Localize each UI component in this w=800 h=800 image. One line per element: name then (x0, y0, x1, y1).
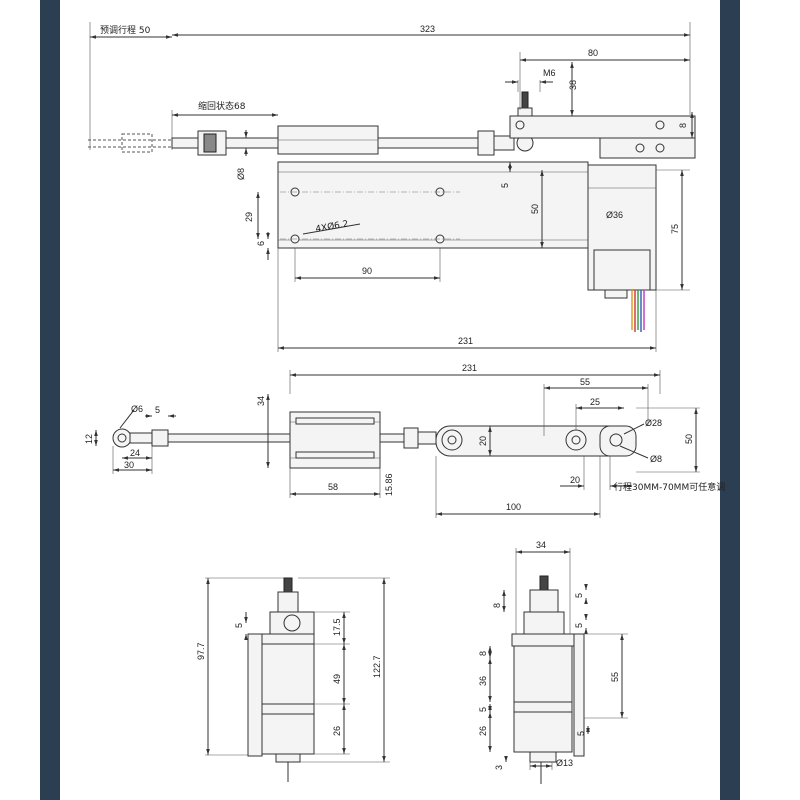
side-dim-length: 231 (462, 363, 477, 373)
left-frame-bar (40, 0, 60, 800)
fr-dim-3: 3 (494, 765, 504, 770)
fr-dim-34: 34 (536, 540, 546, 550)
fl-dim-122-7: 122.7 (372, 655, 382, 678)
dim-55: 55 (580, 377, 590, 387)
fr-dim-36: 36 (478, 676, 488, 686)
dim-offset-20: 20 (570, 475, 580, 485)
dim-eye-24: 24 (130, 448, 140, 458)
dim-plate-height: 50 (530, 204, 540, 214)
right-frame-bar (720, 0, 740, 800)
fr-dim-8b: 8 (478, 651, 488, 656)
dim-bolt-m6: M6 (543, 68, 556, 78)
front-view-right: 34 8 5 5 8 36 5 26 3 5 55 (478, 540, 628, 784)
fr-dim-55: 55 (610, 672, 620, 682)
side-view: 231 Ø6 5 12 24 30 34 58 15.86 (84, 363, 725, 518)
dim-plate-thickness: 8 (678, 123, 688, 128)
dim-height-50: 50 (684, 434, 694, 444)
fl-dim-49: 49 (332, 674, 342, 684)
retracted-label: 缩回状态68 (198, 100, 246, 112)
fr-dim-5b: 5 (574, 623, 584, 628)
motor-wires (631, 290, 645, 332)
dim-edge-6: 6 (256, 241, 266, 246)
dim-arm-20: 20 (478, 436, 488, 446)
fr-dim-26: 26 (478, 726, 488, 736)
dim-motor-dia: Ø36 (606, 210, 623, 220)
front-view-left: 97.7 5 17.5 49 26 122.7 (196, 577, 390, 782)
dim-100: 100 (506, 502, 521, 512)
fr-dim-5a: 5 (574, 593, 584, 598)
dim-rod-dia: Ø8 (236, 168, 246, 180)
fl-dim-26: 26 (332, 726, 342, 736)
dim-eye-30: 30 (124, 460, 134, 470)
fl-dim-5: 5 (234, 623, 244, 628)
dim-eye-5: 5 (155, 405, 160, 415)
stroke-note: 行程30MM-70MM可任意调 (614, 481, 725, 493)
dim-bolt-height: 38 (568, 80, 578, 90)
dim-plate-length: 231 (458, 336, 473, 346)
top-view: 323 预调行程 50 缩回状态68 (88, 22, 696, 352)
dim-28: Ø28 (645, 418, 662, 428)
dim-97-7: 97.7 (196, 642, 206, 660)
dim-eye-12: 12 (84, 434, 94, 444)
dim-25: 25 (590, 397, 600, 407)
dim-8: Ø8 (650, 454, 662, 464)
fr-dim-5c: 5 (478, 707, 488, 712)
dim-offset-5: 5 (500, 183, 510, 188)
dim-motor-height: 75 (670, 224, 680, 234)
dim-overall-length: 323 (420, 24, 435, 34)
dim-block-58: 58 (328, 482, 338, 492)
preset-stroke-label: 预调行程 50 (100, 24, 151, 36)
fr-dim-8a: 8 (492, 603, 502, 608)
fr-dim-5d: 5 (576, 731, 586, 736)
dim-hole-spacing-h: 90 (362, 266, 372, 276)
dim-eye-hole: Ø6 (131, 404, 143, 414)
dim-bracket-width: 80 (588, 48, 598, 58)
dim-hole-spacing-v: 29 (244, 212, 254, 222)
fl-dim-17-5: 17.5 (332, 618, 342, 636)
dim-15-86: 15.86 (384, 473, 394, 496)
dim-block-34: 34 (256, 396, 266, 406)
fr-shaft-dia: Ø13 (556, 758, 573, 768)
